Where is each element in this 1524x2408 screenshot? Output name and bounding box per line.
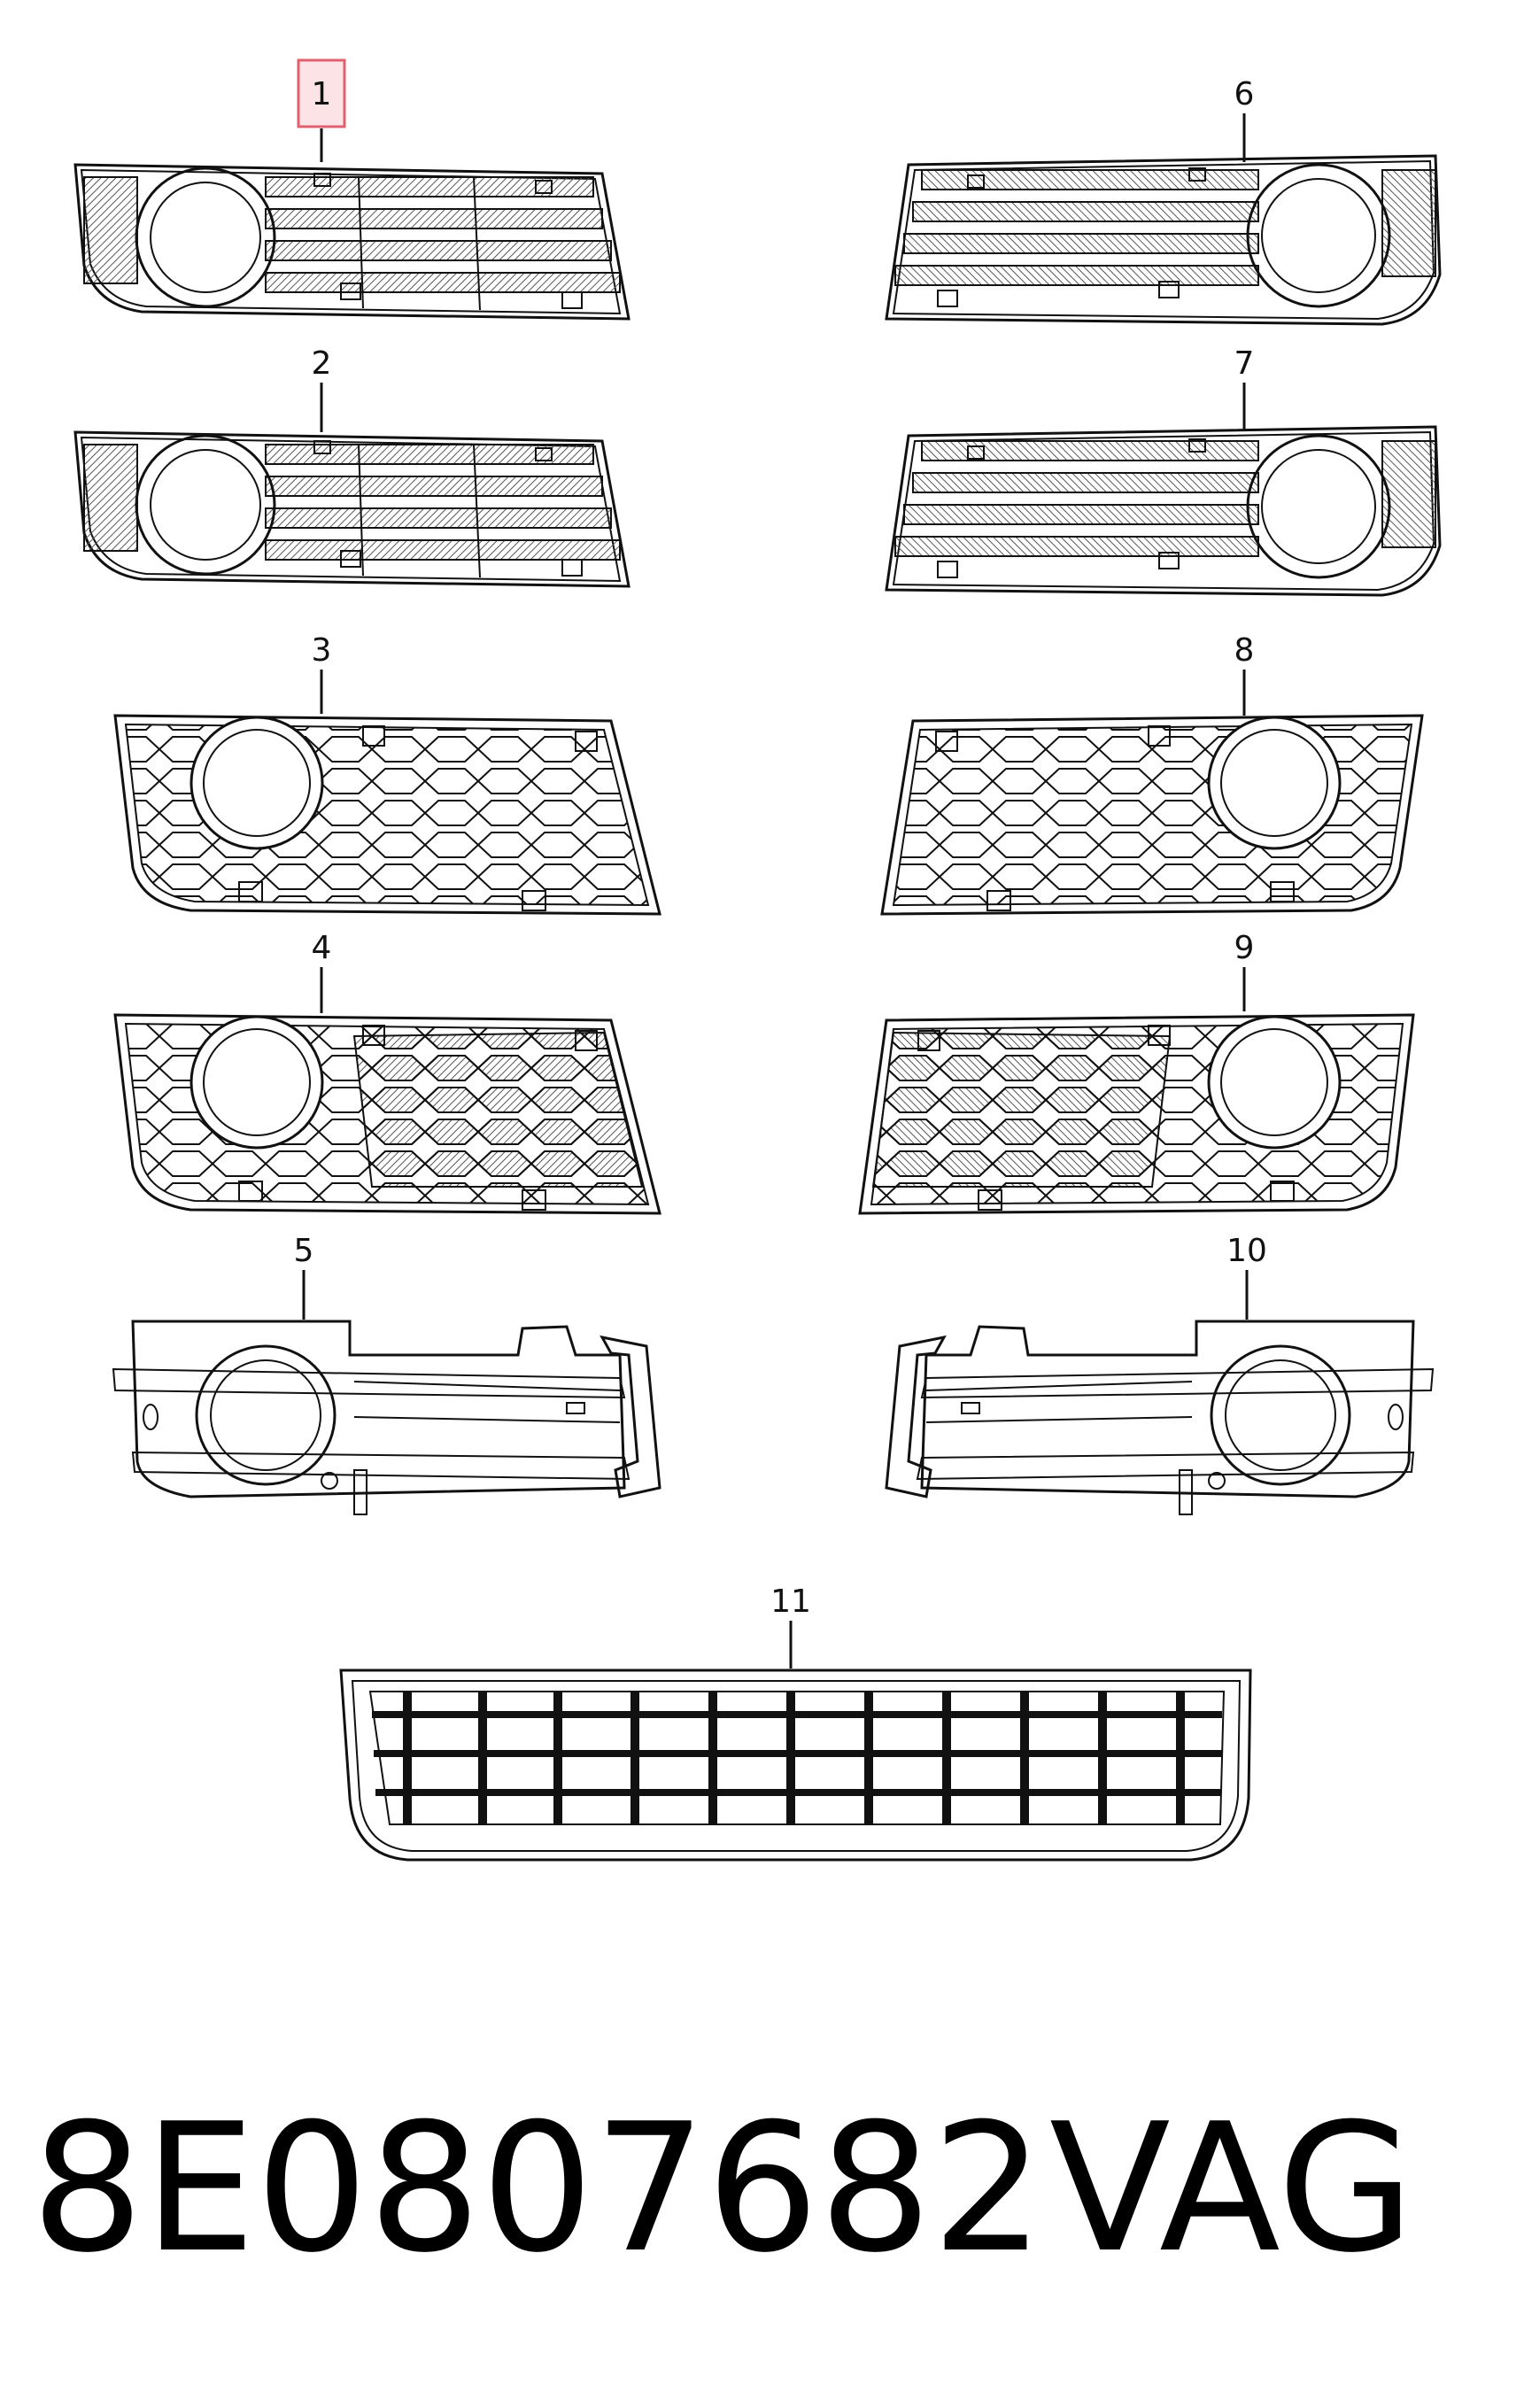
part-4-grille[interactable] bbox=[113, 1013, 661, 1215]
callout-9-label: 9 bbox=[1234, 930, 1255, 966]
callout-1-highlight bbox=[297, 58, 346, 128]
callout-3[interactable]: 3 bbox=[312, 632, 332, 714]
part-1-grille[interactable] bbox=[73, 163, 630, 321]
part-8-grille[interactable] bbox=[880, 714, 1424, 916]
callout-7[interactable]: 7 bbox=[1234, 345, 1255, 430]
part-6-grille[interactable] bbox=[885, 154, 1442, 326]
callout-4-label: 4 bbox=[312, 930, 332, 966]
callout-8-label: 8 bbox=[1234, 632, 1255, 669]
callout-5[interactable]: 5 bbox=[294, 1233, 314, 1320]
part-11-vertical-bars bbox=[403, 1692, 1185, 1824]
callout-2[interactable]: 2 bbox=[312, 345, 332, 432]
part-7-grille[interactable] bbox=[885, 425, 1442, 597]
callout-10[interactable]: 10 bbox=[1226, 1233, 1267, 1320]
callout-2-label: 2 bbox=[312, 345, 332, 382]
callout-7-label: 7 bbox=[1234, 345, 1255, 382]
part-10-grille[interactable] bbox=[885, 1320, 1435, 1515]
callout-10-label: 10 bbox=[1226, 1233, 1267, 1269]
part-3-grille[interactable] bbox=[113, 714, 661, 916]
callout-8[interactable]: 8 bbox=[1234, 632, 1255, 716]
callout-1-label: 1 bbox=[312, 76, 332, 112]
callout-1[interactable]: 1 bbox=[297, 58, 346, 162]
callout-6[interactable]: 6 bbox=[1234, 76, 1255, 162]
part-2-grille[interactable] bbox=[73, 430, 630, 588]
part-11-grille[interactable] bbox=[339, 1669, 1252, 1862]
callout-11-label: 11 bbox=[770, 1583, 811, 1620]
callout-6-label: 6 bbox=[1234, 76, 1255, 112]
callout-11[interactable]: 11 bbox=[770, 1583, 811, 1669]
callout-5-label: 5 bbox=[294, 1233, 314, 1269]
part-5-grille[interactable] bbox=[112, 1320, 661, 1515]
callout-3-label: 3 bbox=[312, 632, 332, 669]
callout-9[interactable]: 9 bbox=[1234, 930, 1255, 1011]
part-number: 8E0807682 bbox=[31, 2086, 1044, 2292]
part-11-horizontal-bars bbox=[372, 1711, 1222, 1796]
brand-name: VAG bbox=[1049, 2086, 1414, 2292]
part-9-grille[interactable] bbox=[858, 1013, 1415, 1215]
callout-4[interactable]: 4 bbox=[312, 930, 332, 1013]
